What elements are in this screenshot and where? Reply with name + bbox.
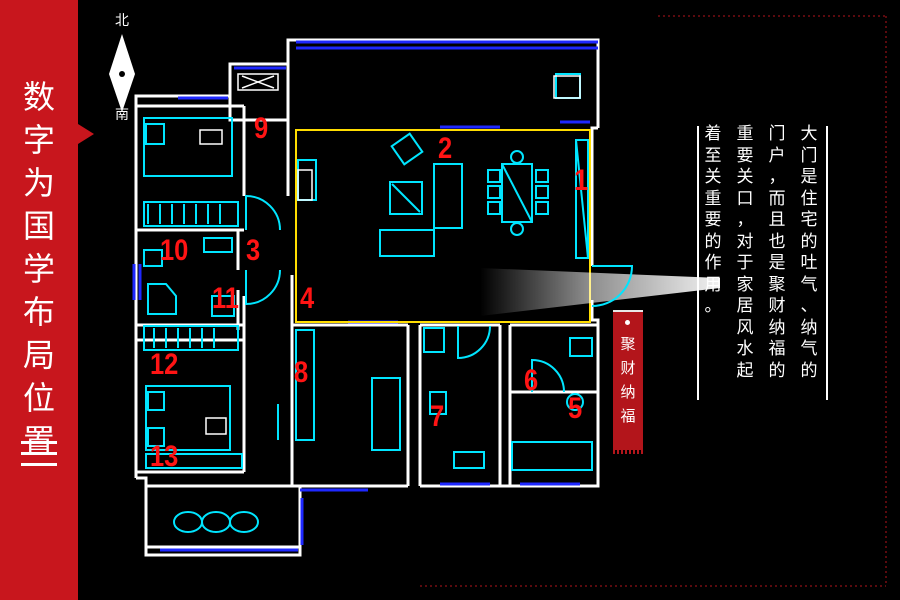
room-number-11: 11 (212, 282, 239, 315)
walls (134, 38, 600, 557)
title-char: 字 (22, 121, 55, 159)
room-number-12: 12 (150, 348, 179, 381)
room-number-1: 1 (574, 164, 589, 197)
room-number-5: 5 (568, 392, 583, 425)
entry-zone-outline (295, 129, 591, 323)
compass-south-label: 南 (115, 107, 129, 123)
fortune-badge: 聚 财 纳 福 (613, 310, 643, 450)
red-dashed-frame (420, 15, 887, 587)
room-number-4: 4 (300, 282, 315, 315)
room-number-6: 6 (524, 364, 539, 397)
description-column-1: 大 门 是 住 宅 的 吐 气 、 纳 气 的 (800, 124, 818, 381)
description-column-2: 门 户 ， 而 且 也 是 聚 财 纳 福 的 (768, 124, 786, 381)
badge-fringe (613, 446, 643, 454)
room-number-9: 9 (254, 112, 269, 145)
section-three-marker (21, 441, 57, 469)
description-column-3: 重 要 关 口 ， 对 于 家 居 风 水 起 (736, 124, 754, 381)
title-char: 局 (22, 336, 55, 374)
room-number-2: 2 (438, 132, 453, 165)
badge-text: 聚 财 纳 福 (620, 335, 636, 425)
title-char: 为 (22, 164, 55, 202)
compass: 北 南 (100, 8, 144, 128)
text-frame-left (697, 126, 699, 400)
room-number-13: 13 (150, 440, 179, 473)
title-char: 国 (22, 207, 55, 245)
text-frame-right (826, 126, 828, 400)
vertical-title: 数 字 为 国 学 布 局 位 置 (21, 76, 57, 463)
left-title-band (0, 0, 94, 600)
title-char: 布 (22, 293, 55, 331)
room-number-8: 8 (294, 356, 309, 389)
description-column-4: 着 至 关 重 要 的 作 用 。 (704, 124, 722, 316)
room-number-3: 3 (246, 234, 261, 267)
furniture (143, 73, 593, 533)
room-number-10: 10 (160, 234, 189, 267)
doors (245, 194, 634, 440)
title-char: 学 (22, 250, 55, 288)
compass-needle-icon (109, 34, 135, 112)
windows (132, 40, 598, 552)
furniture-accents (199, 73, 581, 435)
title-char: 位 (22, 379, 55, 417)
badge-dot (625, 320, 630, 325)
room-number-7: 7 (430, 400, 445, 433)
compass-north-label: 北 (115, 13, 129, 29)
title-char: 数 (22, 78, 55, 116)
band-pointer (78, 124, 94, 144)
light-beam (480, 268, 720, 316)
